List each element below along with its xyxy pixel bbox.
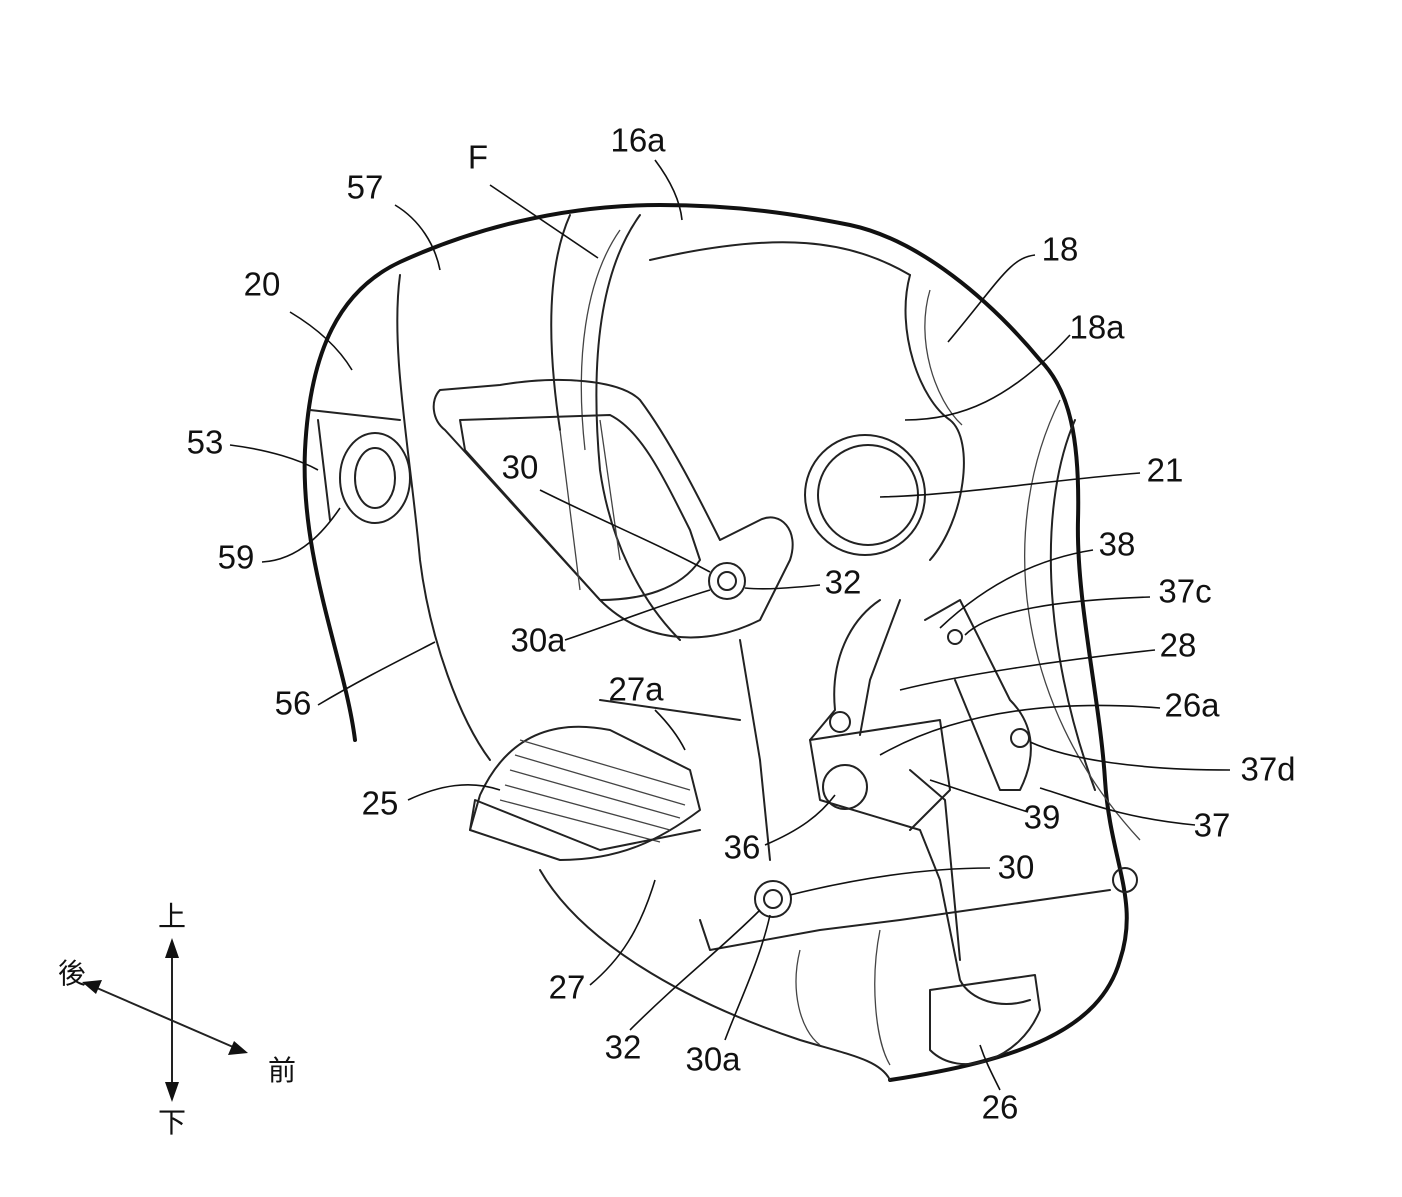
label-37c: 37c <box>1158 573 1211 610</box>
engine-parts <box>309 214 1141 1081</box>
label-37: 37 <box>1194 807 1231 844</box>
label-56: 56 <box>275 685 312 722</box>
label-20: 20 <box>244 266 281 303</box>
direction-arrows <box>82 938 248 1102</box>
label-16a: 16a <box>610 122 666 159</box>
direction-labels: 上 後 前 下 <box>58 900 296 1139</box>
label-32-top: 32 <box>825 564 862 601</box>
label-F: F <box>468 139 488 176</box>
label-26a: 26a <box>1164 687 1220 724</box>
direction-front-label: 前 <box>268 1054 296 1087</box>
label-27a: 27a <box>608 671 664 708</box>
label-36: 36 <box>724 829 761 866</box>
label-18: 18 <box>1042 231 1079 268</box>
label-38: 38 <box>1099 526 1136 563</box>
reference-labels: 16a F 57 18 20 18a 53 21 30 59 38 32 37c… <box>187 122 1296 1126</box>
label-59: 59 <box>218 539 255 576</box>
outline-body <box>302 203 1129 1082</box>
label-57: 57 <box>347 169 384 206</box>
label-28: 28 <box>1160 627 1197 664</box>
label-53: 53 <box>187 424 224 461</box>
direction-up-label: 上 <box>158 900 186 933</box>
label-37d: 37d <box>1240 751 1295 788</box>
label-27: 27 <box>549 969 586 1006</box>
label-18a: 18a <box>1069 309 1125 346</box>
label-25: 25 <box>362 785 399 822</box>
direction-rear-label: 後 <box>58 957 86 990</box>
label-39: 39 <box>1024 799 1061 836</box>
label-26: 26 <box>982 1089 1019 1126</box>
label-21: 21 <box>1147 452 1184 489</box>
label-30-bottom: 30 <box>998 849 1035 886</box>
leader-lines <box>229 159 1231 1091</box>
label-30-top: 30 <box>502 449 539 486</box>
label-30a-top: 30a <box>510 622 566 659</box>
label-32-bottom: 32 <box>605 1029 642 1066</box>
direction-down-label: 下 <box>158 1106 186 1139</box>
label-30a-bottom: 30a <box>685 1041 741 1078</box>
